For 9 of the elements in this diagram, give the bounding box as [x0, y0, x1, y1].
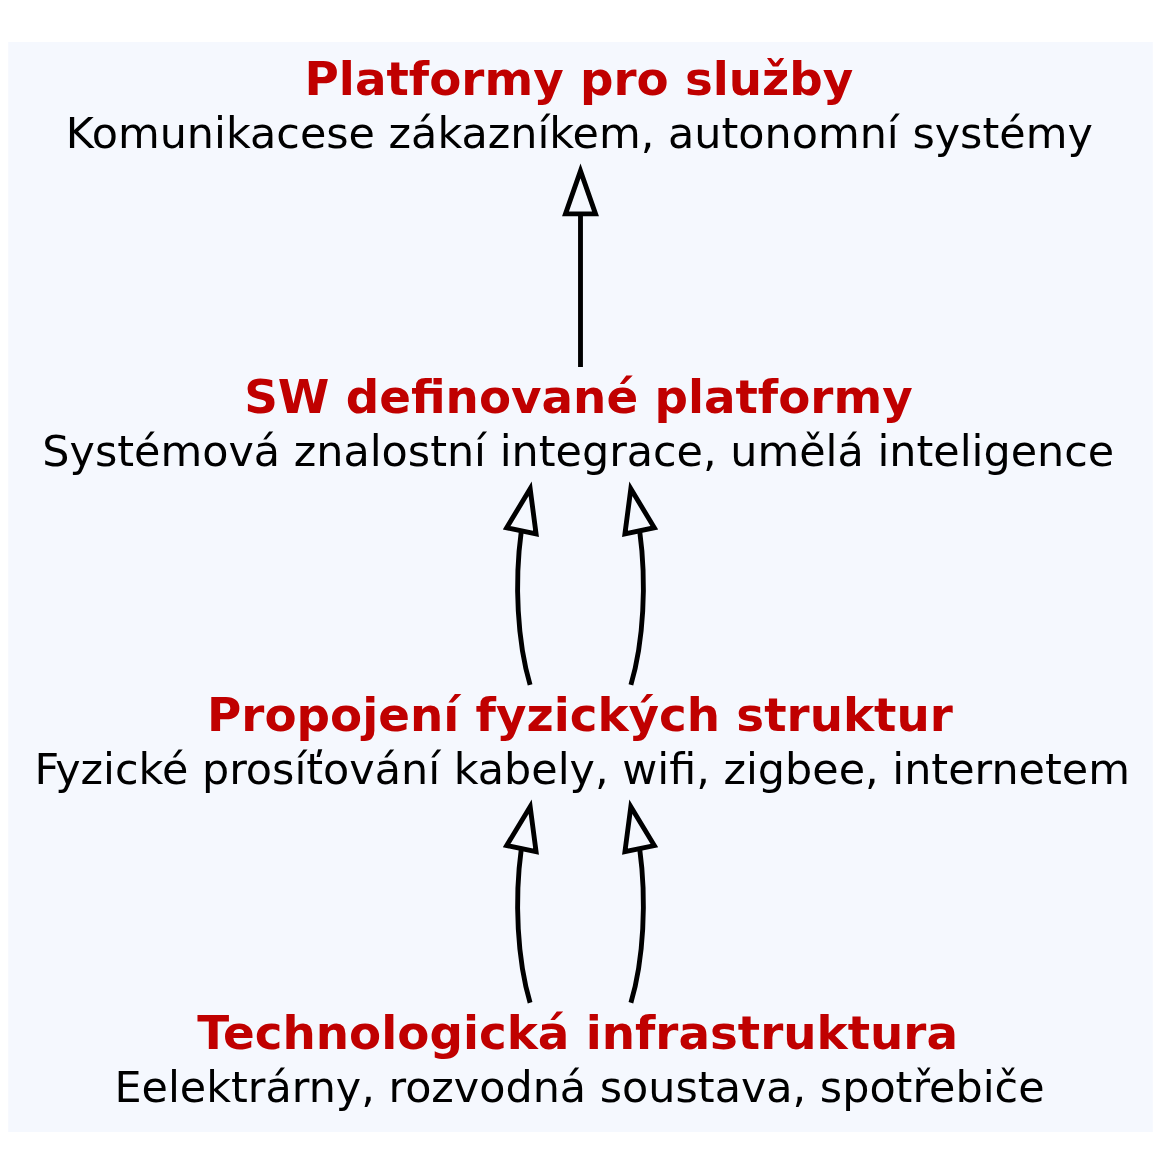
- arrow: [502, 798, 539, 1003]
- arrow: [562, 163, 599, 367]
- arrow: [622, 481, 659, 686]
- node-text: Platformy pro služby Komunikacese zákazníkem, autonomní systémy: [65, 51, 1093, 158]
- arrow: [622, 798, 659, 1003]
- arrow: [502, 481, 539, 686]
- node-text: SW definované platformy Systémová znalostní integrace, umělá inteligence: [42, 369, 1115, 476]
- node-text: Technologická infrastruktura Eelektrárny, rozvodná soustava, spotřebiče: [114, 1005, 1045, 1112]
- node-text: Propojení fyzických struktur Fyzické prosíťování kabely, wifi, zigbee, internetem: [34, 687, 1130, 794]
